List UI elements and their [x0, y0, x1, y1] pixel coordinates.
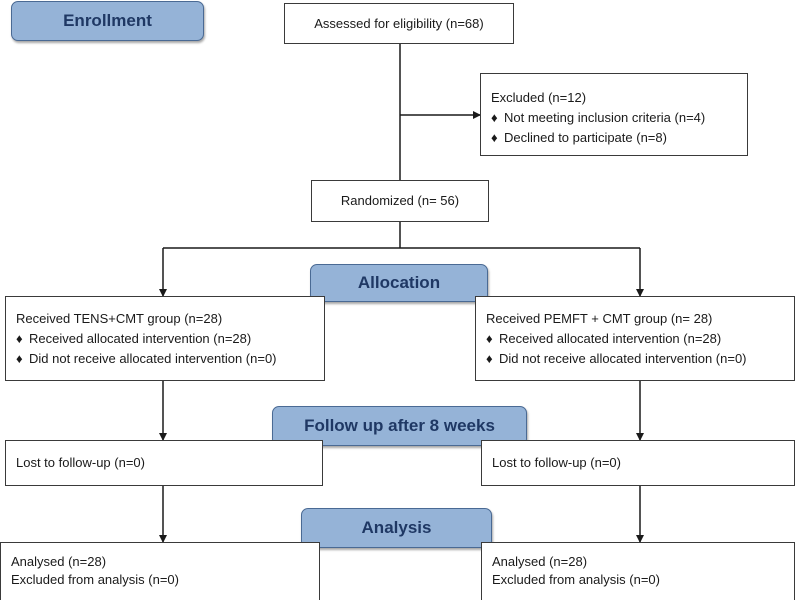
diamond-bullet-icon: ♦: [486, 351, 493, 366]
randomized-box: Randomized (n= 56): [311, 180, 489, 222]
left-allocation-title: Received TENS+CMT group (n=28): [16, 311, 223, 326]
left-analysed-text: Analysed (n=28): [11, 554, 107, 569]
left-not-received-item: ♦ Did not receive allocated intervention …: [16, 349, 314, 369]
right-not-received-item: ♦ Did not receive allocated intervention …: [486, 349, 784, 369]
excluded-item-text: Declined to participate (n=8): [504, 130, 667, 145]
diamond-bullet-icon: ♦: [486, 331, 493, 346]
right-received-text: Received allocated intervention (n=28): [499, 331, 722, 346]
left-lost-text: Lost to follow-up (n=0): [16, 455, 145, 470]
right-analysed-text: Analysed (n=28): [492, 554, 588, 569]
excluded-box: Excluded (n=12) ♦ Not meeting inclusion c…: [480, 73, 748, 156]
follow-up-stage-text: Follow up after 8 weeks: [304, 416, 495, 435]
analysis-stage-text: Analysis: [361, 518, 432, 537]
left-not-received-text: Did not receive allocated intervention (…: [29, 351, 277, 366]
enrollment-stage-label: Enrollment: [11, 1, 204, 41]
left-allocation-box: Received TENS+CMT group (n=28) ♦ Received…: [5, 296, 325, 381]
left-excluded-analysis-text: Excluded from analysis (n=0): [11, 572, 179, 587]
excluded-item: ♦ Declined to participate (n=8): [491, 128, 737, 148]
excluded-title: Excluded (n=12): [491, 90, 587, 105]
excluded-item-text: Not meeting inclusion criteria (n=4): [504, 110, 706, 125]
allocation-stage-label: Allocation: [310, 264, 488, 302]
right-lost-text: Lost to follow-up (n=0): [492, 455, 621, 470]
enrollment-stage-text: Enrollment: [63, 11, 152, 30]
assessed-text: Assessed for eligibility (n=68): [314, 15, 484, 31]
left-received-item: ♦ Received allocated intervention (n=28): [16, 329, 314, 349]
excluded-item: ♦ Not meeting inclusion criteria (n=4): [491, 108, 737, 128]
randomized-text: Randomized (n= 56): [340, 193, 460, 208]
assessed-box: Assessed for eligibility (n=68): [284, 3, 514, 44]
right-follow-up-box: Lost to follow-up (n=0): [481, 440, 795, 486]
right-not-received-text: Did not receive allocated intervention (…: [499, 351, 747, 366]
analysis-stage-label: Analysis: [301, 508, 492, 548]
right-analysis-box: Analysed (n=28) Excluded from analysis (…: [481, 542, 795, 600]
right-received-item: ♦ Received allocated intervention (n=28): [486, 329, 784, 349]
diamond-bullet-icon: ♦: [491, 110, 498, 125]
right-excluded-analysis-text: Excluded from analysis (n=0): [492, 572, 660, 587]
left-follow-up-box: Lost to follow-up (n=0): [5, 440, 323, 486]
diamond-bullet-icon: ♦: [16, 351, 23, 366]
left-received-text: Received allocated intervention (n=28): [29, 331, 252, 346]
right-allocation-title: Received PEMFT + CMT group (n= 28): [486, 311, 713, 326]
allocation-stage-text: Allocation: [357, 273, 441, 292]
left-analysis-box: Analysed (n=28) Excluded from analysis (…: [0, 542, 320, 600]
diamond-bullet-icon: ♦: [491, 130, 498, 145]
follow-up-stage-label: Follow up after 8 weeks: [272, 406, 527, 446]
diamond-bullet-icon: ♦: [16, 331, 23, 346]
right-allocation-box: Received PEMFT + CMT group (n= 28) ♦ Rece…: [475, 296, 795, 381]
